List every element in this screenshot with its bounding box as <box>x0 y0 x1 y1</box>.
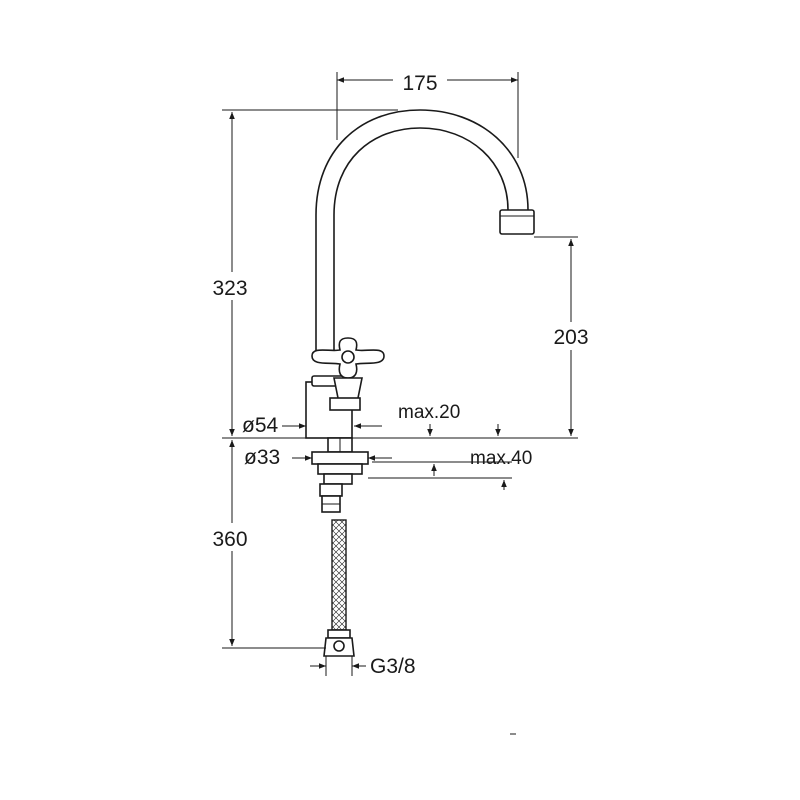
flexible-hose <box>323 519 355 657</box>
label-total-height: 323 <box>212 277 247 300</box>
dimension-total-height: 323 <box>204 109 398 436</box>
dimension-hole-diameter: ø33 <box>244 446 392 469</box>
label-hole-diameter: ø33 <box>244 446 280 469</box>
label-connection-thread: G3/8 <box>370 655 416 678</box>
label-outlet-height: 203 <box>553 326 588 349</box>
cross-handle <box>311 337 385 411</box>
label-spout-reach: 175 <box>402 72 437 95</box>
dimension-hose-length: 360 <box>204 440 326 649</box>
dimension-outlet-height: 203 <box>534 236 598 436</box>
label-max-thickness-bottom: max.40 <box>470 448 532 469</box>
label-hose-length: 360 <box>212 528 247 551</box>
dimension-connection-thread: G3/8 <box>310 655 416 678</box>
label-base-diameter: ø54 <box>242 414 279 437</box>
dimension-base-diameter: ø54 <box>242 414 382 437</box>
dimension-max-thickness-top: max.20 <box>398 402 501 436</box>
dimension-max-thickness-bottom: max.40 <box>368 448 532 490</box>
mounting-shank <box>311 437 369 513</box>
faucet-spout <box>315 109 535 355</box>
dimension-spout-reach: 175 <box>336 68 519 158</box>
label-max-thickness-top: max.20 <box>398 402 460 423</box>
